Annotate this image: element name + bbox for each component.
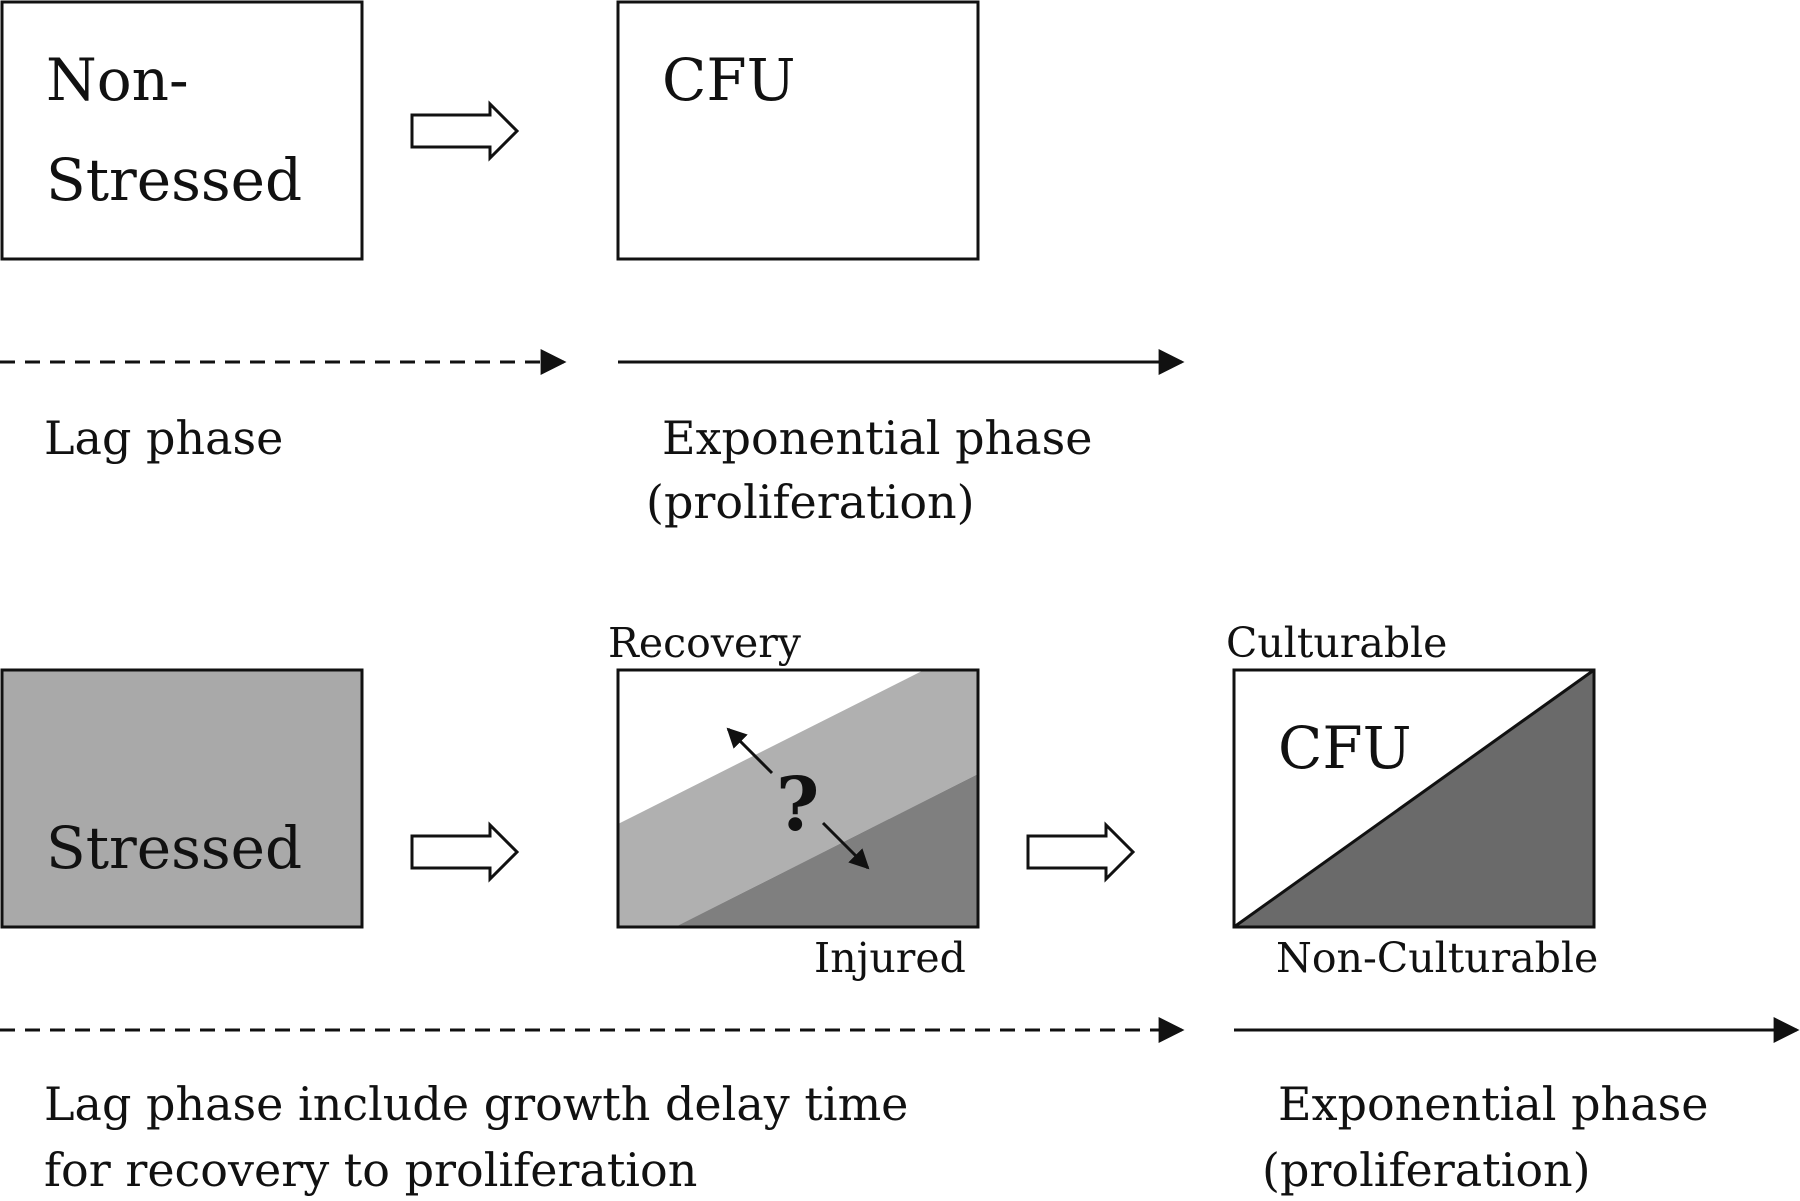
lag-phase-description-line1: Lag phase include growth delay time — [44, 1077, 908, 1131]
non-stressed-box — [0, 0, 364, 261]
lag-phase-label: Lag phase — [44, 411, 283, 465]
cfu-box — [616, 0, 980, 261]
cfu-label: CFU — [662, 46, 796, 114]
block-arrow-icon — [410, 100, 520, 162]
injured-region — [675, 774, 978, 927]
non-culturable-label: Non-Culturable — [1276, 934, 1598, 982]
recovery-band — [618, 670, 978, 927]
stressed-label: Stressed — [46, 814, 302, 882]
exponential-phase-label: Exponential phase — [662, 411, 1092, 465]
block-arrow-icon — [410, 821, 520, 883]
non-stressed-label-line1: Non- — [46, 46, 189, 114]
recovery-label: Recovery — [608, 619, 802, 667]
stressed-box — [0, 668, 364, 929]
proliferation-label: (proliferation) — [646, 475, 975, 529]
proliferation-label-bottom: (proliferation) — [1262, 1143, 1591, 1197]
injured-label: Injured — [814, 934, 966, 982]
question-mark: ? — [776, 762, 819, 848]
bottom-row: Stressed Recovery ? Injured Culturable C… — [0, 619, 1800, 1197]
exponential-phase-label-bottom: Exponential phase — [1278, 1077, 1708, 1131]
block-arrow-icon — [1026, 821, 1136, 883]
injury-arrow-icon — [821, 821, 870, 870]
culturable-box: CFU — [1232, 668, 1596, 929]
cfu-label-bottom: CFU — [1278, 714, 1412, 782]
top-row: Non- Stressed CFU Lag phase Exponential … — [0, 0, 1185, 529]
lag-phase-description-line2: for recovery to proliferation — [44, 1143, 697, 1197]
recovery-injured-box: ? — [616, 668, 980, 929]
non-stressed-label-line2: Stressed — [46, 146, 302, 214]
culturable-label: Culturable — [1226, 619, 1447, 667]
recovery-arrow-icon — [726, 727, 774, 775]
